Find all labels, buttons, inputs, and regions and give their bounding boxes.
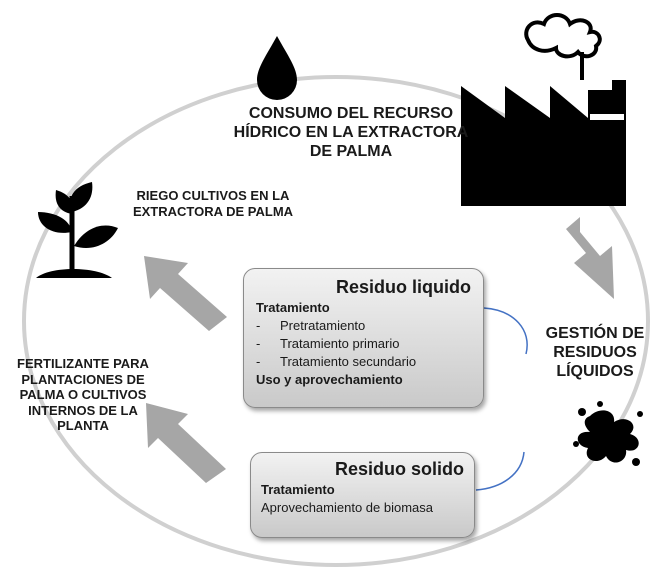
liquid-treatment-item: -Tratamiento primario xyxy=(256,336,400,351)
solid-treatment-heading: Tratamiento xyxy=(261,482,335,497)
liquid-treatment-item: -Pretratamiento xyxy=(256,318,366,333)
solid-connector xyxy=(475,451,525,491)
liquid-residue-title: Residuo liquido xyxy=(336,277,471,297)
fertilizer-label: FERTILIZANTE PARA PLANTACIONES DE PALMA … xyxy=(17,356,149,434)
arrow-to-gestion xyxy=(566,217,614,299)
irrigation-label: RIEGO CULTIVOS EN LA EXTRACTORA DE PALMA xyxy=(132,188,294,219)
solid-residue-box: Residuo solido Tratamiento Aprovechamien… xyxy=(250,452,475,538)
liquid-treatment-heading: Tratamiento xyxy=(256,300,330,315)
liquid-use-heading: Uso y aprovechamiento xyxy=(256,372,403,387)
factory-icon xyxy=(461,13,626,206)
bullet-dash: - xyxy=(256,354,261,369)
bullet-dash: - xyxy=(256,318,261,333)
liquid-treatment-item: -Tratamiento secundario xyxy=(256,354,417,369)
arrow-to-fertilizante xyxy=(146,403,226,483)
splash-icon xyxy=(573,401,643,466)
water-drop-icon xyxy=(257,36,297,100)
liquid-residue-box: Residuo liquido Tratamiento -Pretratamie… xyxy=(243,268,484,408)
solid-residue-title: Residuo solido xyxy=(334,459,464,479)
cycle-ring xyxy=(22,75,650,567)
liquid-waste-management-label: GESTIÓN DE RESIDUOS LÍQUIDOS xyxy=(545,325,645,381)
solid-treatment-item: Aprovechamiento de biomasa xyxy=(261,500,433,515)
plant-icon xyxy=(36,182,118,278)
bullet-dash: - xyxy=(256,336,261,351)
liquid-connector xyxy=(483,307,528,355)
arrow-to-riego xyxy=(144,256,227,331)
water-consumption-label: CONSUMO DEL RECURSO HÍDRICO EN LA EXTRAC… xyxy=(233,105,469,161)
